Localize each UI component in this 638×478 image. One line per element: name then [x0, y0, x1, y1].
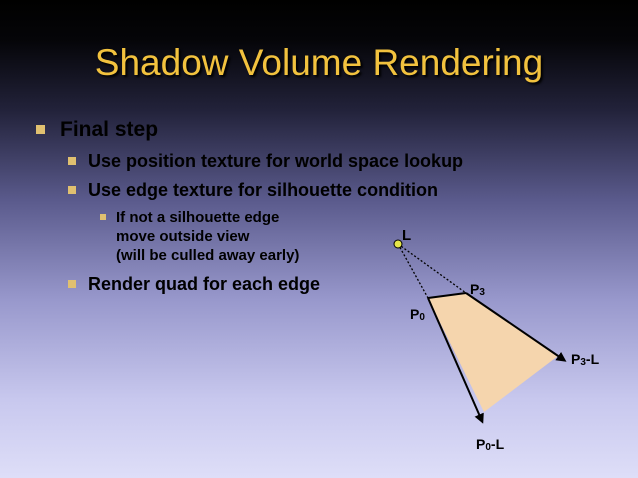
- light-ray-to-p3: [397, 243, 467, 294]
- bullet-marker: [68, 186, 76, 194]
- bullet-marker: [100, 214, 106, 220]
- bullet-edge-texture: Use edge texture for silhouette conditio…: [88, 180, 439, 200]
- light-source-icon: [393, 239, 403, 249]
- bullet-not-silhouette-line: If not a silhouette edge: [116, 209, 280, 226]
- extrusion-arrow-p0: [427, 297, 484, 424]
- light-ray-to-p0: [397, 243, 429, 299]
- bullet-not-silhouette-line: (will be culled away early): [116, 247, 300, 264]
- label-p3: P3: [470, 281, 485, 298]
- bullet-not-silhouette-line: move outside view: [116, 228, 250, 245]
- label-p0: P0: [410, 306, 425, 323]
- shadow-quad: [428, 293, 558, 412]
- bullet-position-texture: Use position texture for world space loo…: [88, 151, 464, 171]
- bullet-render-quad: Render quad for each edge: [88, 274, 321, 294]
- bullet-marker: [68, 280, 76, 288]
- bullet-marker: [68, 157, 76, 165]
- bullet-marker: [36, 125, 45, 134]
- edge-p0-p3: [427, 292, 467, 299]
- label-light: L: [402, 227, 411, 244]
- bullet-not-silhouette: If not a silhouette edge move outside vi…: [116, 208, 299, 265]
- label-p3-minus-l: P3-L: [571, 351, 600, 368]
- label-p0-minus-l: P0-L: [476, 436, 505, 453]
- extrusion-arrow-p3: [465, 292, 567, 362]
- slide-title: Shadow Volume Rendering: [94, 42, 544, 83]
- bullet-final-step: Final step: [60, 118, 159, 141]
